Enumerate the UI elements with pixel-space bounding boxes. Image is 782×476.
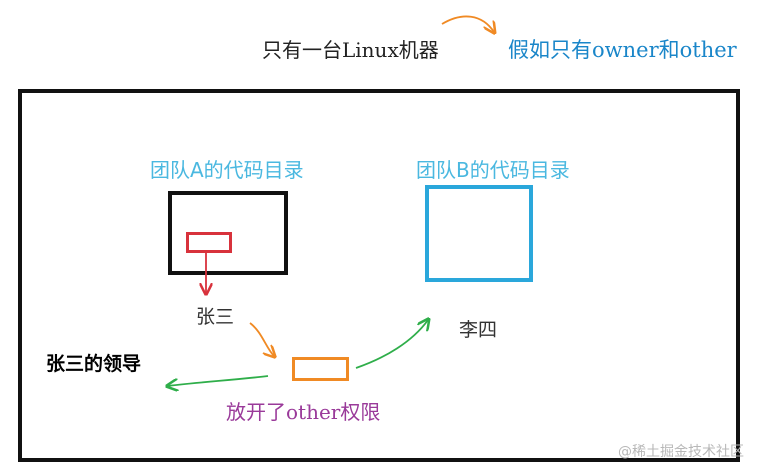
team-b-directory-box bbox=[425, 185, 533, 282]
team-a-directory-box bbox=[168, 191, 288, 275]
leader-label: 张三的领导 bbox=[46, 353, 142, 375]
diagram-title: 只有一台Linux机器 bbox=[262, 38, 439, 62]
other-permission-marker bbox=[292, 357, 349, 381]
team-b-directory-label: 团队B的代码目录 bbox=[416, 158, 570, 182]
watermark: @稀土掘金技术社区 bbox=[618, 444, 744, 460]
user-zhangsan-label: 张三 bbox=[196, 306, 235, 328]
green-arrow-to-leader-icon bbox=[168, 375, 269, 386]
green-arrow-to-lisi-icon bbox=[355, 320, 428, 369]
user-lisi-label: 李四 bbox=[459, 319, 498, 341]
assumption-note: 假如只有owner和other bbox=[508, 38, 737, 62]
orange-curved-arrow-icon bbox=[249, 322, 274, 356]
team-a-directory-label: 团队A的代码目录 bbox=[150, 158, 304, 182]
linux-machine-frame bbox=[18, 89, 740, 462]
header-curved-arrow-icon bbox=[441, 15, 494, 32]
zhangsan-file-marker bbox=[186, 232, 232, 253]
opened-other-permission-label: 放开了other权限 bbox=[226, 400, 381, 424]
